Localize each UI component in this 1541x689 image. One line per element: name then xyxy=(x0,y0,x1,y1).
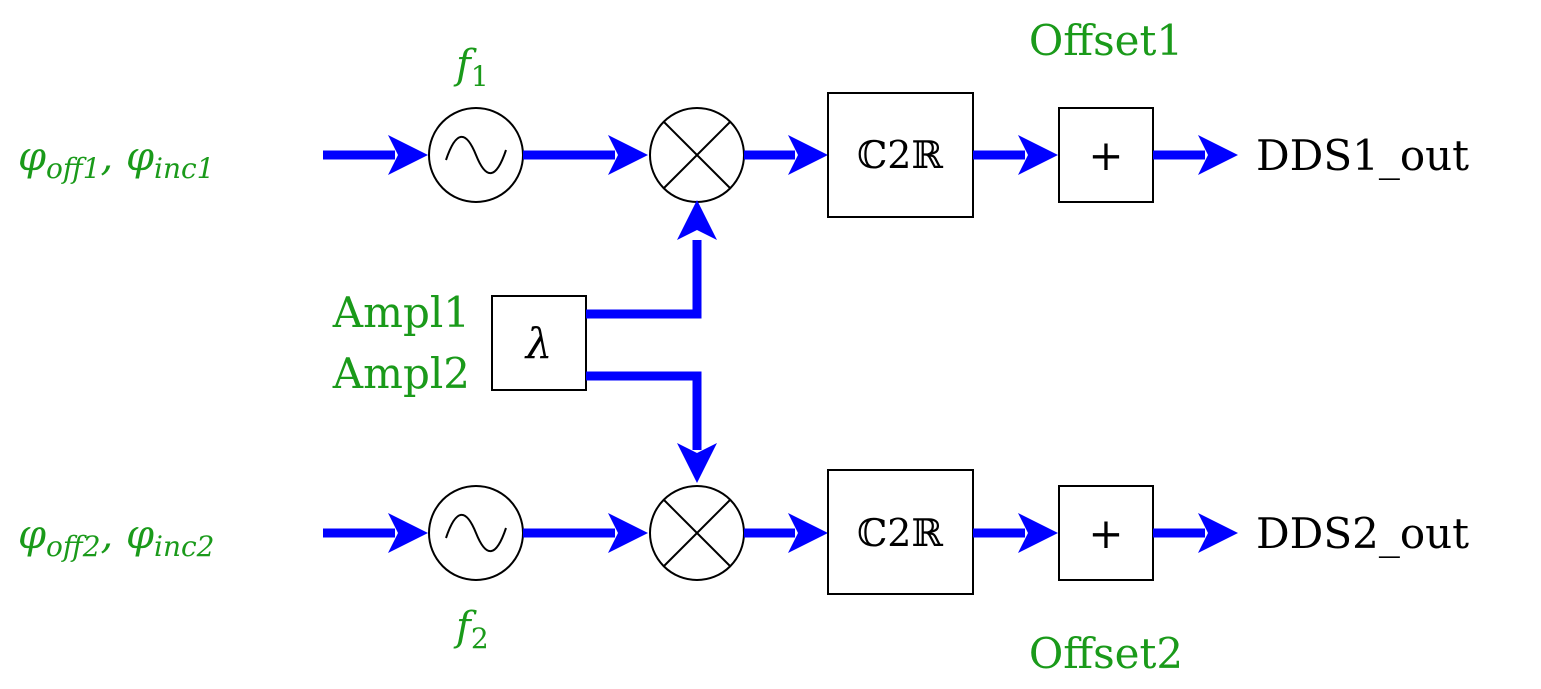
svg-text:ℂ2ℝ: ℂ2ℝ xyxy=(857,133,943,177)
svg-text:ℂ2ℝ: ℂ2ℝ xyxy=(857,511,943,555)
svg-text:λ: λ xyxy=(524,319,553,368)
svg-text:+: + xyxy=(1088,509,1123,558)
offset-label-1: Offset1 xyxy=(1029,16,1183,65)
freq-label-2: f2 xyxy=(453,604,489,655)
amplitude-section: Ampl1 Ampl2 λ xyxy=(332,200,717,483)
wire-ampl-mul-1 xyxy=(586,240,702,319)
oscillator-icon xyxy=(428,485,524,581)
freq-label-1: f1 xyxy=(453,42,489,93)
wire-ampl-mul-2 xyxy=(586,371,702,450)
svg-text:+: + xyxy=(1088,131,1123,180)
ampl-label-2: Ampl2 xyxy=(332,349,470,398)
input-label-1: φoff1, φinc1 xyxy=(18,134,214,185)
channel-1: φoff1, φinc1 f1 ℂ2ℝ xyxy=(18,16,1469,218)
output-label-2: DDS2_out xyxy=(1256,509,1469,558)
lambda-block: λ xyxy=(491,295,587,391)
multiplier-icon xyxy=(649,485,745,581)
multiplier-icon xyxy=(649,107,745,203)
adder-block-1: + xyxy=(1058,107,1154,203)
output-label-1: DDS1_out xyxy=(1256,131,1469,180)
input-label-2: φoff2, φinc2 xyxy=(18,512,214,563)
c2r-block-1: ℂ2ℝ xyxy=(827,92,974,218)
offset-label-2: Offset2 xyxy=(1029,629,1183,678)
ampl-label-1: Ampl1 xyxy=(332,288,470,337)
oscillator-icon xyxy=(428,107,524,203)
arrow-icon xyxy=(677,200,717,240)
channel-2: φoff2, φinc2 f2 ℂ2ℝ + Of xyxy=(18,469,1469,678)
adder-block-2: + xyxy=(1058,485,1154,581)
c2r-block-2: ℂ2ℝ xyxy=(827,469,974,595)
